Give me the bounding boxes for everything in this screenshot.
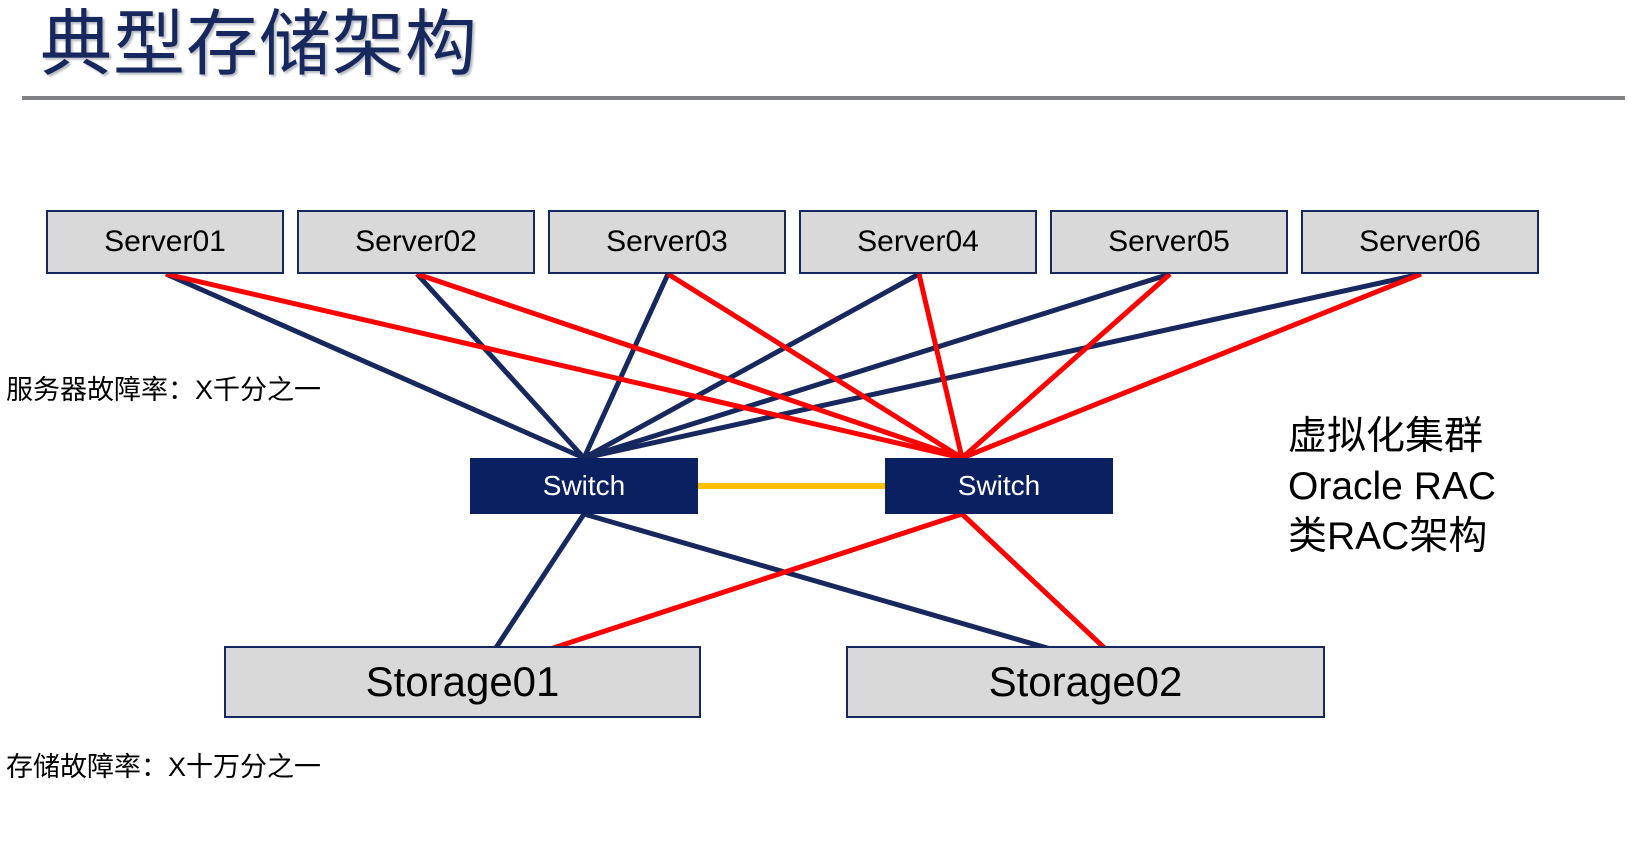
node-server01-label: Server01 [104,225,226,258]
title-divider [22,96,1625,100]
node-switch-a-label: Switch [542,470,626,501]
link-server06-switcha [583,271,1422,461]
node-switch-b[interactable]: Switch [885,458,1113,514]
link-server02-switchb [416,271,963,461]
link-server03-switcha [581,272,671,460]
node-server01[interactable]: Server01 [46,210,284,274]
link-server04-switcha [582,271,921,461]
page-title: 典型存储架构 [40,5,479,85]
links-server-to-switch-a [164,271,1422,461]
annotation-storage-failure-rate: 存储故障率：X十万分之一 [6,752,322,782]
link-server01-switchb [165,271,963,461]
node-server02[interactable]: Server02 [297,210,535,274]
links-switch-a-to-storage [477,511,1131,675]
link-server05-switchb [960,272,1172,460]
link-server06-switchb [961,271,1422,461]
link-switcha-storage01 [477,512,587,674]
link-switchb-storage01 [479,511,963,675]
link-server04-switchb [916,273,965,459]
annotation-cluster-line-2: Oracle RAC [1288,465,1497,508]
links-server-to-switch-b [165,271,1422,461]
node-storage02[interactable]: Storage02 [846,646,1325,718]
link-server01-switcha [164,271,586,461]
annotation-cluster-types: 虚拟化集群 Oracle RAC 类RAC架构 [1288,412,1496,562]
link-switchb-storage02 [960,512,1132,674]
link-server02-switcha [415,272,586,460]
node-server04-label: Server04 [857,225,979,258]
link-server05-switcha [583,271,1171,461]
node-switch-b-label: Switch [957,470,1041,501]
annotation-server-failure-rate: 服务器故障率：X千分之一 [6,375,322,405]
node-storage01[interactable]: Storage01 [224,646,701,718]
node-switch-a[interactable]: Switch [470,458,698,514]
link-server03-switchb [666,271,964,461]
annotation-cluster-line-3: 类RAC架构 [1288,515,1488,558]
node-server03[interactable]: Server03 [548,210,786,274]
annotation-cluster-line-1: 虚拟化集群 [1288,415,1484,458]
node-server03-label: Server03 [606,225,728,258]
node-server06[interactable]: Server06 [1301,210,1539,274]
node-server05[interactable]: Server05 [1050,210,1288,274]
node-storage01-label: Storage01 [365,658,560,705]
node-server06-label: Server06 [1359,225,1481,258]
link-switcha-storage02 [583,511,1131,675]
node-server02-label: Server02 [355,225,477,258]
node-storage02-label: Storage02 [988,658,1183,705]
links-switch-b-to-storage [479,511,1132,675]
node-server05-label: Server05 [1108,225,1230,258]
node-server04[interactable]: Server04 [799,210,1037,274]
